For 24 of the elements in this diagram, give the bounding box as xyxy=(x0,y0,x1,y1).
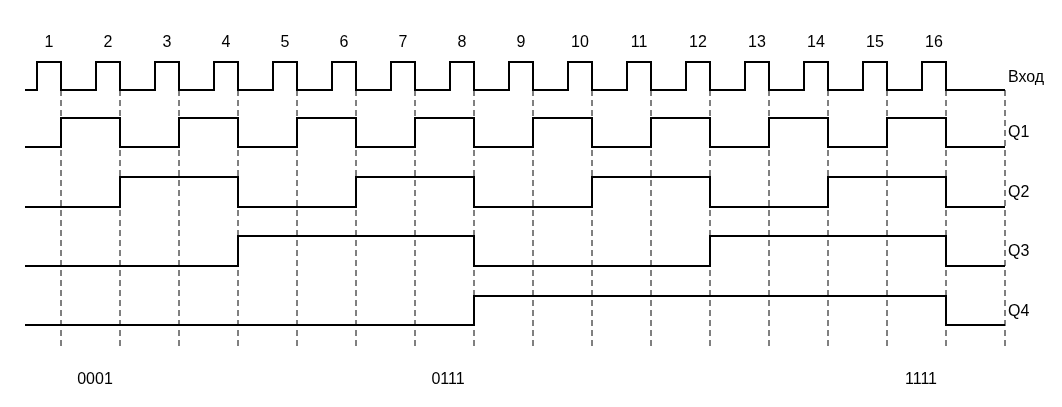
pulse-number: 3 xyxy=(162,34,172,50)
pulse-number: 9 xyxy=(516,34,526,50)
pulse-number: 2 xyxy=(103,34,113,50)
pulse-number: 8 xyxy=(457,34,467,50)
pulse-number: 6 xyxy=(339,34,349,50)
pulse-number: 1 xyxy=(44,34,54,50)
pulse-number: 16 xyxy=(925,34,943,50)
pulse-number: 15 xyxy=(866,34,884,50)
pulse-number: 12 xyxy=(689,34,707,50)
signal-name: Q1 xyxy=(1008,124,1030,140)
pulse-number: 5 xyxy=(280,34,290,50)
pulse-number: 4 xyxy=(221,34,231,50)
pulse-number: 10 xyxy=(571,34,589,50)
pulse-number: 13 xyxy=(748,34,766,50)
signal-name: Вход xyxy=(1008,69,1045,85)
state-code: 0001 xyxy=(77,371,113,387)
pulse-number: 7 xyxy=(398,34,408,50)
pulse-number: 11 xyxy=(630,34,648,50)
state-code: 0111 xyxy=(431,371,465,387)
pulse-number: 14 xyxy=(807,34,825,50)
signal-name: Q2 xyxy=(1008,184,1030,200)
signal-name: Q4 xyxy=(1008,303,1030,319)
state-code: 1111 xyxy=(905,371,937,387)
signal-name: Q3 xyxy=(1008,243,1030,259)
